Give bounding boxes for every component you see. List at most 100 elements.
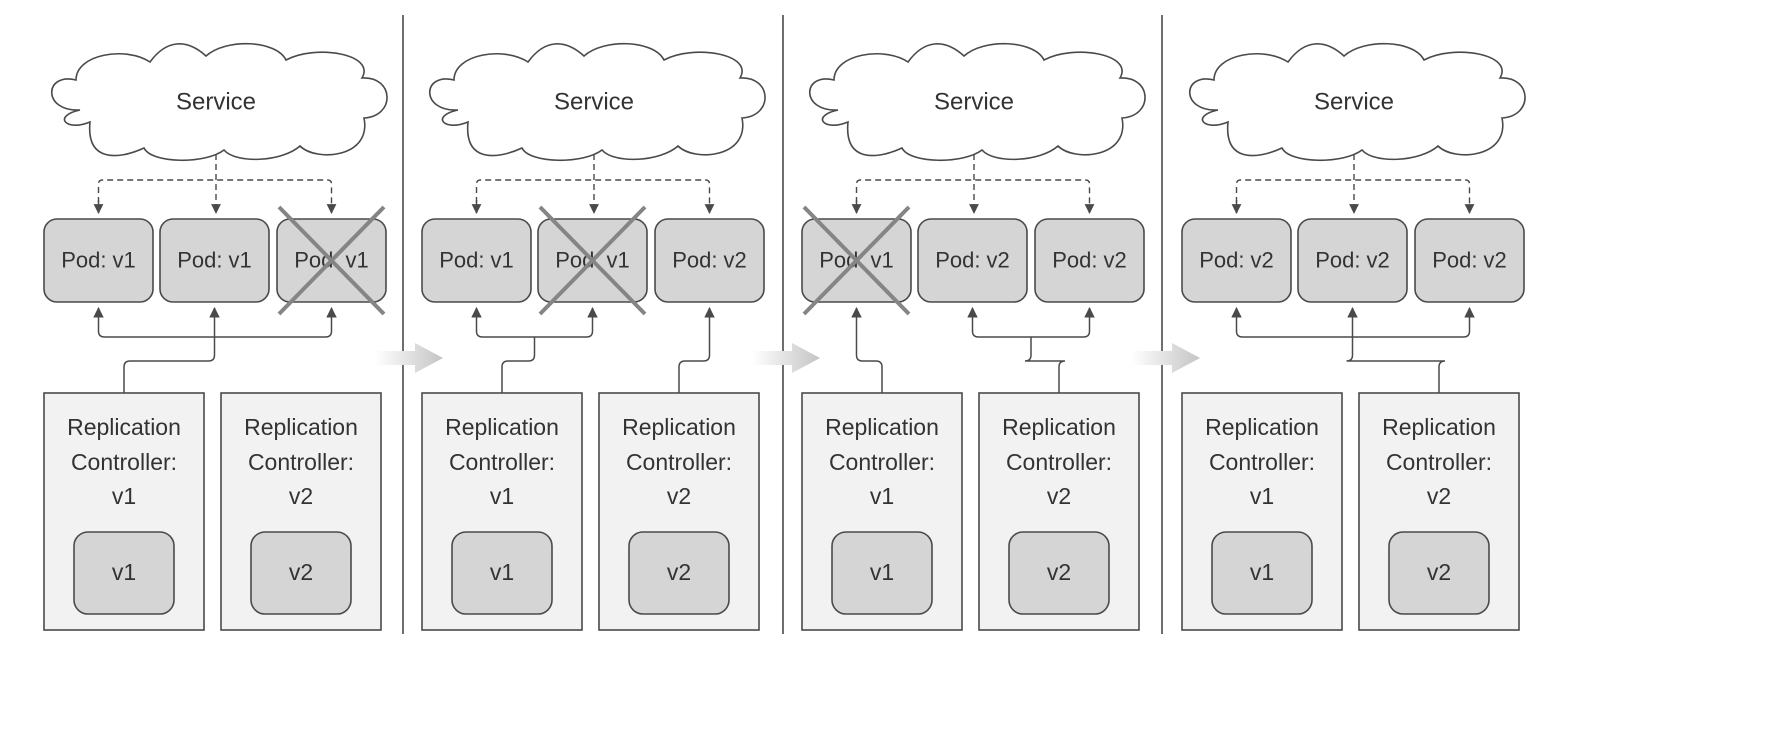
controller-connector bbox=[851, 306, 883, 393]
pod-box bbox=[1034, 218, 1145, 303]
service-cloud bbox=[809, 42, 1146, 162]
transition-arrow bbox=[752, 343, 820, 373]
service-route bbox=[855, 179, 1095, 214]
replication-controller-title: Replication bbox=[622, 414, 736, 440]
pod: Pod: v1 bbox=[159, 218, 270, 303]
pod-template-label: v2 bbox=[1047, 559, 1071, 585]
pod-template-box bbox=[73, 531, 175, 615]
replication-controller-version: v2 bbox=[289, 483, 313, 509]
replication-controller-subtitle: Controller: bbox=[1209, 449, 1315, 475]
controller-connector bbox=[471, 306, 598, 338]
pod-template-label: v2 bbox=[289, 559, 313, 585]
service-label: Service bbox=[934, 88, 1014, 115]
pod: Pod: v1 bbox=[276, 205, 387, 316]
pod-label: Pod: v2 bbox=[1052, 247, 1127, 272]
pod: Pod: v1 bbox=[421, 218, 532, 303]
service-label: Service bbox=[176, 88, 256, 115]
replication-controller-title: Replication bbox=[244, 414, 358, 440]
service-cloud bbox=[51, 42, 388, 162]
pod-box bbox=[654, 218, 765, 303]
pod-template-box bbox=[628, 531, 730, 615]
pod-label: Pod: v2 bbox=[1315, 247, 1390, 272]
pod-box bbox=[1181, 218, 1292, 303]
pod: Pod: v1 bbox=[537, 205, 648, 316]
pod-label: Pod: v1 bbox=[439, 247, 514, 272]
pod-template-box bbox=[1211, 531, 1313, 615]
pod-template-box bbox=[831, 531, 933, 615]
pod-terminated-cross bbox=[802, 205, 911, 316]
transition-arrow bbox=[1132, 343, 1200, 373]
controller-connector bbox=[678, 306, 715, 393]
pod-label: Pod: v2 bbox=[935, 247, 1010, 272]
transition-arrow bbox=[375, 343, 443, 373]
replication-controller-subtitle: Controller: bbox=[829, 449, 935, 475]
replication-controller-version: v2 bbox=[667, 483, 691, 509]
pod-terminated-cross bbox=[538, 205, 647, 316]
replication-controller-subtitle: Controller: bbox=[1006, 449, 1112, 475]
controller-connector bbox=[123, 337, 216, 393]
pod: Pod: v2 bbox=[917, 218, 1028, 303]
replication-controller-version: v2 bbox=[1427, 483, 1451, 509]
pod: Pod: v2 bbox=[654, 218, 765, 303]
pod-box bbox=[917, 218, 1028, 303]
replication-controller-subtitle: Controller: bbox=[449, 449, 555, 475]
replication-controller-box bbox=[43, 392, 205, 631]
pod-label: Pod: v1 bbox=[177, 247, 252, 272]
replication-controller-version: v1 bbox=[490, 483, 514, 509]
pod-box bbox=[159, 218, 270, 303]
replication-controller-subtitle: Controller: bbox=[626, 449, 732, 475]
service-route bbox=[475, 179, 715, 214]
pod-template-box bbox=[1008, 531, 1110, 615]
controller-connector bbox=[501, 337, 536, 393]
replication-controller-title: Replication bbox=[67, 414, 181, 440]
pod: Pod: v2 bbox=[1414, 218, 1525, 303]
pod-label: Pod: v2 bbox=[672, 247, 747, 272]
pod-template-label: v1 bbox=[870, 559, 894, 585]
pod-template-label: v1 bbox=[490, 559, 514, 585]
service-label: Service bbox=[554, 88, 634, 115]
pod-box bbox=[1414, 218, 1525, 303]
replication-controller-version: v1 bbox=[112, 483, 136, 509]
pod: Pod: v1 bbox=[801, 205, 912, 316]
pod-template-label: v2 bbox=[1427, 559, 1451, 585]
controller-connector bbox=[1024, 337, 1066, 393]
pod-label: Pod: v1 bbox=[61, 247, 136, 272]
pod: Pod: v2 bbox=[1297, 218, 1408, 303]
pod-label: Pod: v2 bbox=[1432, 247, 1507, 272]
controller-connector bbox=[1346, 337, 1446, 393]
replication-controller-version: v1 bbox=[1250, 483, 1274, 509]
pod-template-label: v1 bbox=[1250, 559, 1274, 585]
replication-controller-subtitle: Controller: bbox=[71, 449, 177, 475]
replication-controller-title: Replication bbox=[1382, 414, 1496, 440]
pod: Pod: v2 bbox=[1181, 218, 1292, 303]
replication-controller-title: Replication bbox=[825, 414, 939, 440]
replication-controller-title: Replication bbox=[1205, 414, 1319, 440]
pod-label: Pod: v2 bbox=[1199, 247, 1274, 272]
pod-box bbox=[43, 218, 154, 303]
pod-template-label: v2 bbox=[667, 559, 691, 585]
controller-connector bbox=[967, 306, 1095, 338]
service-label: Service bbox=[1314, 88, 1394, 115]
replication-controller-version: v1 bbox=[870, 483, 894, 509]
pod-box bbox=[1297, 218, 1408, 303]
service-route bbox=[1235, 179, 1475, 214]
pod-template-box bbox=[451, 531, 553, 615]
replication-controller-version: v2 bbox=[1047, 483, 1071, 509]
service-cloud bbox=[429, 42, 766, 162]
pod-template-label: v1 bbox=[112, 559, 136, 585]
pod-template-box bbox=[1388, 531, 1490, 615]
service-cloud bbox=[1189, 42, 1526, 162]
